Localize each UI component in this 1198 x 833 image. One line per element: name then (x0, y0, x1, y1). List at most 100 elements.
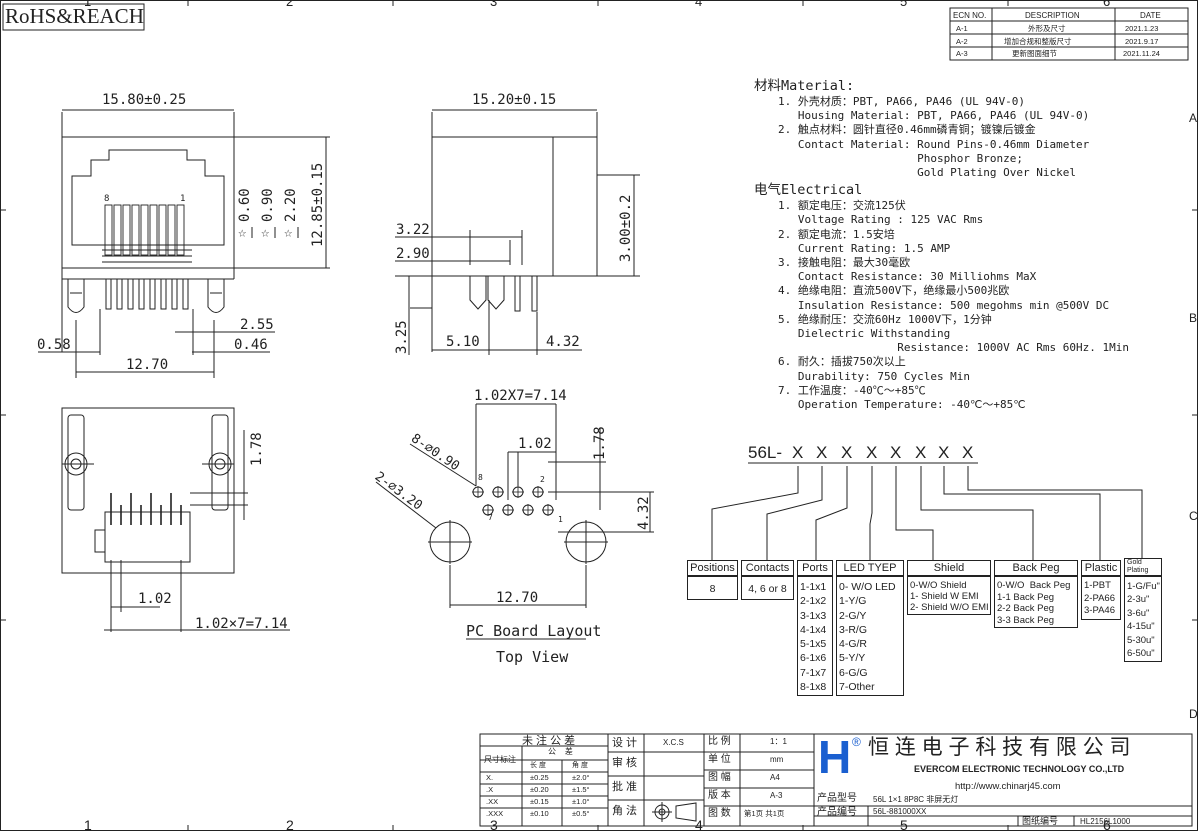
pcb-layout-lines (375, 403, 654, 640)
tolerance-row-length: ±0.10 (530, 809, 549, 818)
title-meta-value: 1：1 (770, 737, 787, 746)
model-label: 产品型号 (817, 793, 857, 804)
option-item: 3-R/G (839, 623, 868, 636)
option-item: 4-15u" (1127, 621, 1155, 633)
zone-number-bottom-3: 3 (490, 817, 498, 833)
rev-row-1-desc: 外形及尺寸 (1028, 24, 1066, 33)
option-item: 1-G/Fu" (1127, 581, 1160, 592)
part-code-slot: X (890, 443, 902, 462)
zone-letter-b: B (1189, 311, 1198, 325)
rohs-label: RoHS&REACH (5, 4, 144, 28)
registered-mark: ® (852, 735, 861, 749)
title-meta-value: 第1页 共1页 (744, 809, 785, 818)
electrical-spec-line: 2. 额定电流：1.5安培 (778, 227, 895, 241)
code-label: 产品编号 (817, 807, 857, 818)
option-item: 4, 6 or 8 (748, 583, 787, 595)
pcb-pin-1: 1 (558, 515, 563, 524)
option-item: 5-Y/Y (839, 652, 866, 665)
front-dim-046: 0.46 (234, 337, 268, 353)
rev-row-2-desc: 增加合规和整版尺寸 (1004, 37, 1072, 46)
title-meta-label: 版 本 (708, 790, 731, 801)
option-item: 4-1x4 (800, 623, 827, 636)
front-dim-height: 12.85±0.15 (310, 162, 326, 247)
option-group-body: 4, 6 or 8 (741, 576, 794, 600)
sign-design-label: 设 计 (612, 737, 638, 749)
bottom-dim-pitch: 1.02×7=7.14 (195, 616, 288, 632)
option-item: 3-3 Back Peg (997, 614, 1055, 626)
electrical-spec-line: Resistance: 1000V AC Rms 60Hz. 1Min (778, 341, 1129, 355)
option-item: 2-G/Y (839, 609, 867, 622)
option-item: 0- W/O LED (839, 581, 896, 593)
zone-letter-c: C (1189, 509, 1198, 523)
option-item: 1- Shield W EMI (910, 591, 979, 602)
pcb-dim-432: 4.32 (636, 496, 652, 530)
company-website-link[interactable]: http://www.chinarj45.com (955, 781, 1061, 792)
option-item: 6-1x6 (800, 652, 827, 665)
front-dim-220: 2.20 (283, 188, 299, 222)
option-group-title: Ports (797, 560, 833, 576)
rev-header-desc: DESCRIPTION (1025, 11, 1080, 20)
electrical-spec-line: Durability: 750 Cycles Min (778, 369, 971, 383)
zone-number-top-6: 6 (1103, 0, 1111, 9)
tolerance-row-dim: X. (486, 773, 494, 782)
rev-row-2-date: 2021.9.17 (1125, 37, 1159, 46)
material-spec-line: Housing Material: PBT, PA66, PA46 (UL 94… (778, 109, 1090, 123)
option-item: 2- Shield W/O EMI (910, 602, 989, 613)
option-group-title: LED TYEP (836, 560, 904, 576)
rev-row-1-ecn: A-1 (956, 24, 968, 33)
option-item: 1-Y/G (839, 595, 867, 608)
electrical-spec-line: 1. 额定电压：交流125伏 (778, 199, 906, 213)
electrical-heading: 电气Electrical (754, 182, 863, 199)
tolerance-row-angle: ±1.0° (572, 797, 590, 806)
part-code-slot: X (938, 443, 950, 462)
side-dim-432: 4.32 (546, 334, 580, 350)
tolerance-row-dim: .XXX (486, 809, 504, 818)
option-item: 2-1x2 (800, 595, 827, 608)
part-code-prefix: 56L- (748, 443, 783, 462)
zone-number-bottom-4: 4 (695, 817, 703, 833)
pcb-pin-7: 7 (488, 513, 493, 522)
front-dim-060: 0.60 (237, 188, 253, 222)
projection-label: 角 法 (612, 805, 638, 817)
tolerance-header: 公 差 (548, 747, 573, 756)
material-spec-line: Gold Plating Over Nickel (778, 166, 1077, 180)
tolerance-dim-label: 尺寸标注 (484, 755, 516, 764)
side-dim-height: 3.00±0.2 (618, 194, 634, 262)
option-item: 3-PA46 (1084, 605, 1115, 616)
front-dim-255: 2.55 (240, 317, 274, 333)
zone-letter-d: D (1189, 707, 1198, 721)
zone-number-top-2: 2 (286, 0, 294, 9)
front-dim-1270: 12.70 (126, 357, 169, 373)
designer-name: X.C.S (663, 738, 684, 747)
code-value: 56L-881000XX (873, 807, 927, 816)
electrical-spec-line: Dielectric Withstanding (778, 327, 951, 341)
company-name-en: EVERCOM ELECTRONIC TECHNOLOGY CO.,LTD (914, 764, 1125, 774)
model-value: 56L 1×1 8P8C 非屏无灯 (873, 795, 959, 804)
tolerance-row-angle: ±2.0° (572, 773, 590, 782)
front-dim-090: 0.90 (260, 188, 276, 222)
tolerance-length: 长 度 (530, 762, 546, 769)
electrical-spec-line: 4. 绝缘电阻：直流500V下，绝缘最小500兆欧 (778, 284, 1010, 298)
pcb-dim-pitch: 1.02X7=7.14 (474, 388, 567, 404)
tolerance-title: 未 注 公 差 (522, 735, 576, 747)
option-group-title: Plastic (1081, 560, 1121, 576)
rev-header-date: DATE (1140, 11, 1161, 20)
rev-row-2-ecn: A-2 (956, 37, 968, 46)
zone-number-bottom-2: 2 (286, 817, 294, 833)
zone-number-bottom-6: 6 (1103, 817, 1111, 833)
electrical-spec-line: 6. 耐久：插拔750次以上 (778, 355, 906, 369)
zone-letter-a: A (1189, 111, 1198, 125)
electrical-spec-line: Current Rating: 1.5 AMP (778, 241, 951, 255)
part-code-tree (711, 462, 1143, 560)
side-dim-510: 5.10 (446, 334, 480, 350)
drawing-no-value: HL2156L1000 (1080, 817, 1131, 826)
part-code-slot: X (816, 443, 828, 462)
tolerance-row-length: ±0.15 (530, 797, 549, 806)
tolerance-row-length: ±0.20 (530, 785, 549, 794)
option-group-title: Contacts (741, 560, 794, 576)
company-logo-icon: H (818, 731, 852, 783)
